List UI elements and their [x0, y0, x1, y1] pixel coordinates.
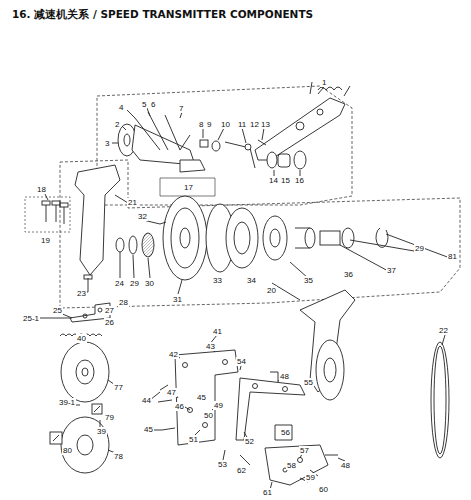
- callout-number: 15: [280, 176, 291, 185]
- callout-number: 46: [174, 402, 185, 411]
- callout-number: 3: [104, 139, 110, 148]
- callout-number: 55: [303, 378, 314, 387]
- callout-number: 12: [249, 120, 260, 129]
- callout-number: 77: [113, 383, 124, 392]
- callout-number: 48: [279, 372, 290, 381]
- callout-number: 43: [205, 342, 216, 351]
- callout-number: 50: [203, 411, 214, 420]
- callout-number: 44: [141, 396, 152, 405]
- callout-number: 79: [104, 413, 115, 422]
- callout-number: 31: [172, 295, 183, 304]
- callout-number: 1: [321, 78, 327, 87]
- callout-number: 21: [127, 198, 138, 207]
- callout-number: 60: [318, 485, 329, 494]
- callout-number: 20: [266, 286, 277, 295]
- callout-number: 34: [246, 276, 257, 285]
- callout-number: 62: [236, 466, 247, 475]
- callout-number: 24: [114, 279, 125, 288]
- callout-number: 32: [137, 212, 148, 221]
- callout-number: 37: [386, 266, 397, 275]
- callout-number: 41: [212, 327, 223, 336]
- callout-number: 47: [166, 388, 177, 397]
- callout-number: 19: [40, 236, 51, 245]
- callout-number: 9: [206, 120, 212, 129]
- callout-number: 14: [268, 176, 279, 185]
- callout-number: 25: [52, 306, 63, 315]
- callout-number: 16: [294, 176, 305, 185]
- page-title: 16. 减速机关系 / SPEED TRANSMITTER COMPONENTS: [12, 8, 313, 22]
- callout-number: 58: [286, 461, 297, 470]
- callout-number: 39: [96, 427, 107, 436]
- callout-number: 10: [220, 120, 231, 129]
- callout-number: 56: [280, 428, 291, 437]
- callout-number: 5: [141, 100, 147, 109]
- callout-number: 4: [118, 103, 124, 112]
- callout-number: 54: [236, 357, 247, 366]
- callout-number: 59: [305, 473, 316, 482]
- callout-number: 52: [244, 437, 255, 446]
- callout-number: 45: [196, 393, 207, 402]
- callout-number: 36: [343, 270, 354, 279]
- callout-number: 81: [447, 252, 458, 261]
- callout-number: 6: [150, 100, 156, 109]
- callout-number: 23: [76, 289, 87, 298]
- callout-number: 22: [438, 326, 449, 335]
- callout-number: 39-1: [58, 398, 76, 407]
- callout-number: 78: [113, 452, 124, 461]
- callout-number: 29: [414, 244, 425, 253]
- callout-number: 45: [143, 425, 154, 434]
- callout-number: 49: [213, 401, 224, 410]
- callout-number: 48: [340, 461, 351, 470]
- callout-number: 26: [104, 318, 115, 327]
- callout-number: 2: [114, 120, 120, 129]
- callout-number: 28: [118, 298, 129, 307]
- callout-number: 35: [303, 276, 314, 285]
- callout-number: 57: [299, 446, 310, 455]
- callout-number: 25-1: [22, 314, 40, 323]
- callout-number: 27: [104, 306, 115, 315]
- callout-number: 17: [183, 183, 194, 192]
- callout-number: 61: [262, 488, 273, 497]
- callout-number: 80: [62, 446, 73, 455]
- callout-number: 40: [76, 334, 87, 343]
- callout-number: 51: [188, 435, 199, 444]
- callout-number: 13: [260, 120, 271, 129]
- callout-number: 29: [129, 279, 140, 288]
- callout-number: 7: [178, 104, 184, 113]
- callout-number: 42: [168, 350, 179, 359]
- callout-number: 11: [237, 120, 247, 129]
- callout-number: 30: [144, 279, 155, 288]
- callout-number: 53: [217, 460, 228, 469]
- callout-number: 33: [212, 276, 223, 285]
- callout-number: 8: [198, 120, 204, 129]
- callout-number: 18: [36, 185, 47, 194]
